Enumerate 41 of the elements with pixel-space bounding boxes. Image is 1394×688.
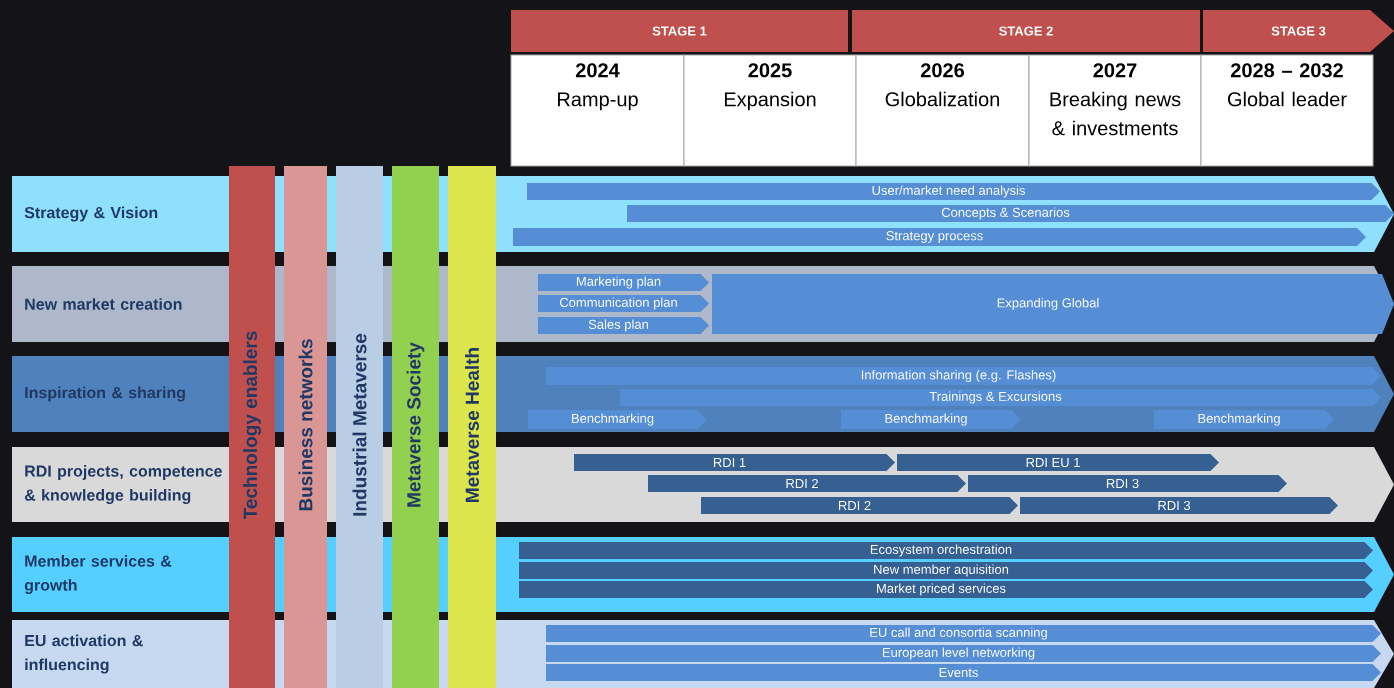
task-bar: Expanding Global <box>712 274 1394 334</box>
task-bar: Trainings & Excursions <box>620 389 1381 406</box>
task-bar: Benchmarking <box>841 410 1021 429</box>
stage-banner: STAGE 3 <box>1203 10 1394 52</box>
task-bar: EU call and consortia scanning <box>546 625 1381 642</box>
theme-pillar: Business networks <box>284 166 327 688</box>
task-bar: European level networking <box>546 645 1381 662</box>
task-bar: RDI EU 1 <box>897 454 1219 471</box>
task-bar: Marketing plan <box>538 274 709 291</box>
stage-banner: STAGE 2 <box>852 10 1200 52</box>
task-bar: Market priced services <box>519 581 1373 598</box>
year-cell: 2024 Ramp-up <box>510 54 685 167</box>
theme-pillar: Technology enablers <box>229 166 275 688</box>
task-bar: Information sharing (e.g. Flashes) <box>546 367 1381 385</box>
task-bar: Ecosystem orchestration <box>519 542 1373 559</box>
theme-pillar: Industrial Metaverse <box>336 166 383 688</box>
year-cell: 2026 Globalization <box>855 54 1030 167</box>
task-bar: RDI 2 <box>648 475 966 492</box>
task-bar: RDI 3 <box>968 475 1287 492</box>
task-bar: RDI 3 <box>1020 497 1338 514</box>
task-bar: New member aquisition <box>519 562 1373 579</box>
task-bar: Concepts & Scenarios <box>627 205 1394 222</box>
node-label: Market priced services <box>877 583 1006 596</box>
year-cell: 2028 – 2032 Global leader <box>1200 54 1374 167</box>
year-cell: 2027 Breaking news & investments <box>1028 54 1202 167</box>
theme-pillar: Metaverse Health <box>448 166 496 688</box>
task-bar: User/market need analysis <box>527 183 1380 200</box>
task-bar: Events <box>546 664 1381 681</box>
node-label: New member aquisition <box>874 564 1009 577</box>
task-bar: Communication plan <box>538 295 709 312</box>
task-bar: Sales plan <box>538 317 709 334</box>
task-bar: RDI 1 <box>574 454 895 471</box>
task-bar: Strategy process <box>513 228 1366 246</box>
theme-pillar: Metaverse Society <box>392 166 439 688</box>
node-label: European level networking <box>882 647 1035 660</box>
task-bar: RDI 2 <box>701 497 1018 514</box>
task-bar: Benchmarking <box>528 410 707 429</box>
year-cell: 2025 Expansion <box>683 54 857 167</box>
stage-banner: STAGE 1 <box>511 10 848 52</box>
node-label: Events <box>939 667 978 678</box>
task-bar: Benchmarking <box>1154 410 1334 429</box>
